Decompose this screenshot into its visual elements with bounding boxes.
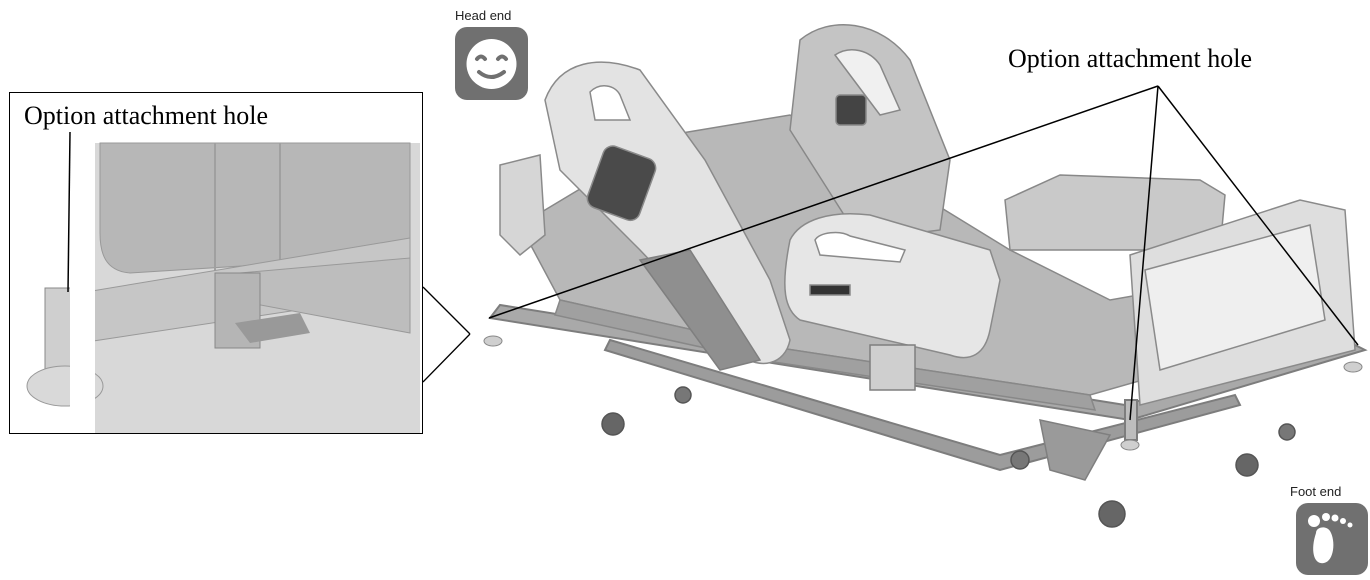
foot-end-label: Foot end: [1290, 484, 1341, 499]
head-end-label: Head end: [455, 8, 511, 23]
option-attachment-hole-label-left: Option attachment hole: [24, 101, 268, 131]
zoom-connector-lines: [423, 287, 470, 382]
smiley-face-icon: [455, 27, 528, 100]
option-attachment-hole-label-right: Option attachment hole: [1008, 44, 1252, 74]
left-callout-leader: [60, 132, 80, 302]
footprint-icon: [1296, 503, 1368, 575]
side-rail-left-head: [500, 155, 545, 255]
